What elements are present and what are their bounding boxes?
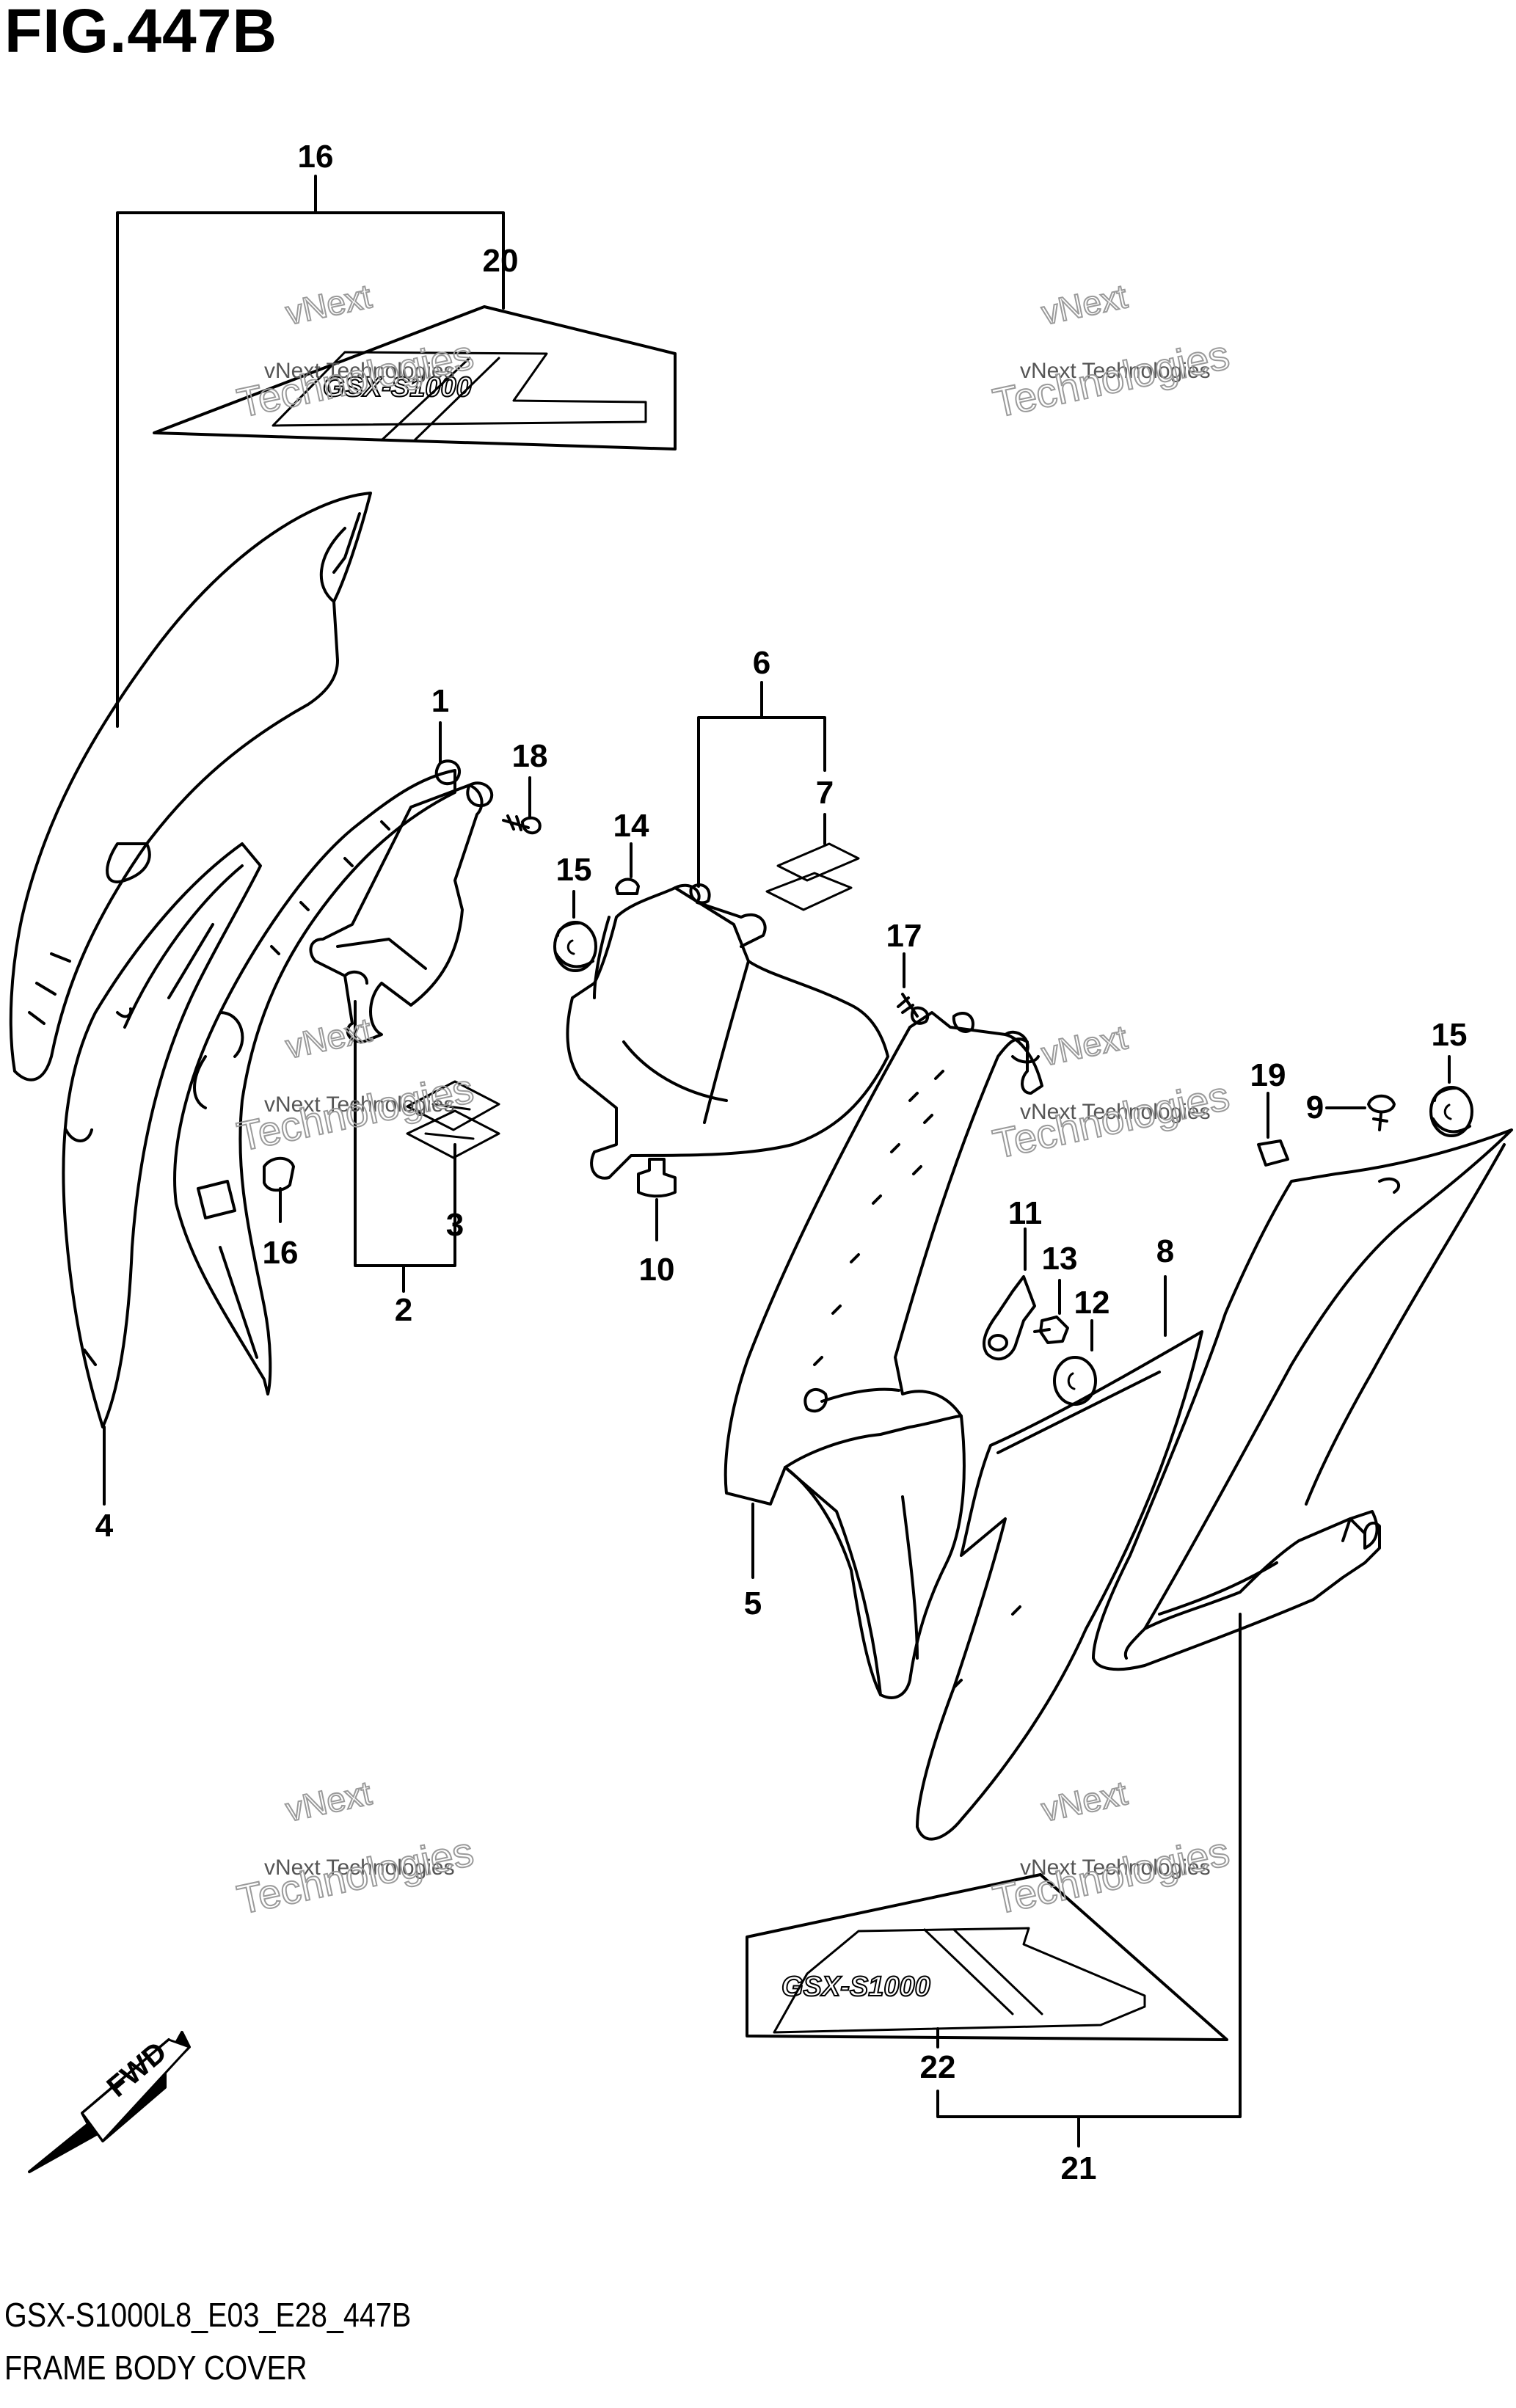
figure-title: FIG.447B [4, 0, 278, 65]
watermark-bottom: Technologies [989, 1828, 1233, 1923]
figure-code: GSX-S1000L8_E03_E28_447B [4, 2296, 412, 2334]
callout-15-right: 15 [1432, 1017, 1468, 1053]
callout-17-right: 17 [886, 918, 922, 954]
watermark-mid: vNext Technologies [264, 359, 455, 383]
part-7-emblem [765, 842, 860, 911]
callout-labels: 16 20 1 18 6 7 14 15 17 15 19 9 3 16 10 … [95, 139, 1468, 2186]
decal-22-brand: GSX-S1000 [781, 1971, 930, 2002]
watermark-top: vNext [1038, 277, 1131, 332]
part-5-cover [724, 1011, 1043, 1699]
watermark-top: vNext [1038, 1018, 1131, 1073]
callout-4: 4 [95, 1508, 114, 1544]
part-14-clip [615, 878, 640, 895]
part-17-screw-left [502, 814, 542, 835]
callout-5: 5 [744, 1586, 762, 1621]
part-21-side-cover [1092, 1128, 1513, 1671]
callout-14: 14 [613, 808, 649, 844]
part-17-screw-right [897, 993, 930, 1025]
callout-18: 19 [1250, 1057, 1286, 1093]
part-13-bolt [1033, 1316, 1069, 1344]
decal-20-brand: GSX-S1000 [323, 372, 472, 403]
callout-15-left: 15 [556, 852, 592, 888]
watermark-mid: vNext Technologies [264, 1856, 455, 1880]
callout-3: 3 [446, 1207, 464, 1243]
watermark-top: vNext [283, 277, 375, 332]
decal-22 [746, 1873, 1228, 2041]
watermark-bottom: Technologies [989, 331, 1233, 426]
part-16-clip [263, 1156, 295, 1192]
watermark-top: vNext [1038, 1773, 1131, 1828]
watermark-bottom: Technologies [989, 1072, 1233, 1167]
watermark-mid: vNext Technologies [264, 1092, 455, 1117]
part-4-cover [9, 492, 372, 1429]
part-15-grommet-right [1429, 1086, 1473, 1137]
part-3-sticker [406, 1080, 500, 1159]
watermarks: vNext vNext Technologies Technologies vN… [233, 276, 1234, 1924]
watermark-bottom: Technologies [233, 331, 478, 426]
callout-11: 11 [1008, 1195, 1043, 1231]
watermark-mid: vNext Technologies [1020, 1856, 1211, 1880]
part-8-side-panel [916, 1330, 1203, 1841]
callout-21: 21 [1061, 2150, 1097, 2186]
callout-12: 12 [1074, 1285, 1110, 1321]
callout-19: 16 [298, 139, 334, 175]
callout-6: 6 [753, 645, 770, 681]
watermark-mid: vNext Technologies [1020, 1100, 1211, 1124]
callout-7: 7 [816, 775, 834, 811]
part-11-bracket [983, 1275, 1036, 1361]
watermark-mid: vNext Technologies [1020, 359, 1211, 383]
part-18-nut [1257, 1139, 1289, 1167]
part-2-bracket [309, 781, 494, 1043]
decal-20 [153, 305, 677, 450]
leader-lines [103, 175, 1451, 2148]
callout-1: 1 [431, 683, 449, 719]
watermark-top: vNext [283, 1010, 375, 1065]
callout-10: 10 [639, 1252, 675, 1288]
watermark-top: vNext [283, 1773, 375, 1828]
part-1-inner-panel [173, 759, 461, 1395]
callout-17-left: 18 [512, 738, 548, 774]
callout-22: 22 [920, 2049, 956, 2085]
part-9-screw [1367, 1094, 1396, 1131]
watermark-bottom: Technologies [233, 1828, 478, 1923]
callout-16: 16 [263, 1235, 299, 1271]
callout-8: 8 [1156, 1233, 1174, 1269]
part-10-bolt [637, 1158, 677, 1198]
callout-9: 9 [1306, 1090, 1324, 1125]
part-12-grommet [1053, 1356, 1097, 1406]
part-15-grommet-left [553, 921, 597, 972]
callout-20: 20 [483, 243, 519, 279]
figure-name: FRAME BODY COVER [4, 2349, 307, 2387]
callout-2: 2 [395, 1292, 412, 1328]
part-6-center-cover [566, 883, 889, 1180]
fwd-arrow-icon [28, 2031, 191, 2173]
callout-13: 13 [1042, 1241, 1078, 1277]
